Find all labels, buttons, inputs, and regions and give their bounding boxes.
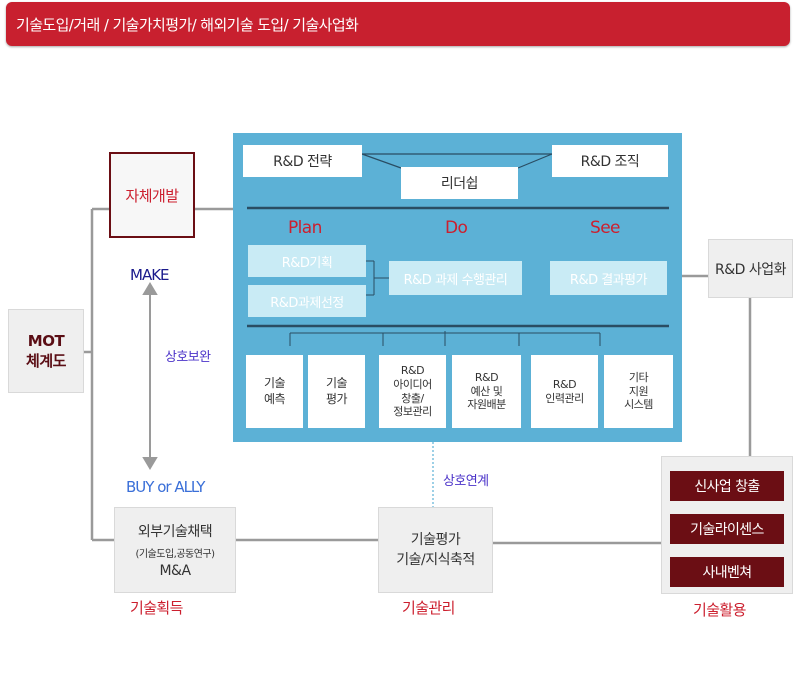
other-label: 기타 지원 시스템 (624, 370, 653, 412)
rd-business-label: R&D 사업화 (714, 261, 787, 278)
plan-label: Plan (288, 218, 322, 238)
rd-selection-label: R&D과제선정 (270, 295, 344, 311)
rd-panel: R&D 전략 리더쉽 R&D 조직 Plan Do See R&D기획 R&D과… (233, 133, 682, 442)
self-dev-label: 자체개발 (125, 186, 179, 205)
venture-label: 사내벤쳐 (702, 565, 752, 581)
leadership-box: 리더쉽 (401, 167, 518, 199)
mot-box: MOT 체계도 (8, 309, 84, 393)
tech-eval-box-label: 기술평가 기술/지식축적 (396, 531, 475, 568)
external-ma: M&A (159, 563, 191, 579)
see-label: See (590, 218, 621, 238)
do-label: Do (445, 218, 468, 238)
bottom-box-other: 기타 지원 시스템 (604, 355, 673, 428)
rd-execution-label: R&D 과제 수행관리 (403, 272, 508, 288)
make-label: MAKE (130, 266, 170, 284)
forecast-label: 기술 예측 (263, 375, 286, 406)
linkage-label: 상호연계 (443, 474, 489, 489)
bottom-box-evaluation: 기술 평가 (308, 355, 365, 428)
rd-org-label: R&D 조직 (580, 154, 640, 170)
rd-evaluation-label: R&D 결과평가 (569, 272, 648, 288)
header-title: 기술도입/거래 / 기술가치평가/ 해외기술 도입/ 기술사업화 (16, 16, 359, 34)
rd-planning-label: R&D기획 (281, 255, 333, 271)
hr-label: R&D 인력관리 (545, 377, 584, 405)
budget-label: R&D 예산 및 자원배분 (467, 370, 506, 412)
rd-strategy-label: R&D 전략 (273, 154, 332, 170)
bottom-box-forecast: 기술 예측 (246, 355, 303, 428)
licensing-label: 기술라이센스 (690, 522, 764, 538)
external-sub: (기술도입,공동연구) (135, 549, 215, 560)
complement-label: 상호보완 (165, 350, 211, 365)
self-dev-box: 자체개발 (109, 152, 195, 238)
rd-strategy-box: R&D 전략 (243, 145, 362, 177)
venture-box: 사내벤쳐 (670, 557, 784, 587)
external-tech-box: 외부기술채택 (기술도입,공동연구) M&A (114, 507, 236, 593)
buy-ally-label: BUY or ALLY (126, 478, 205, 496)
new-business-label: 신사업 창출 (694, 479, 760, 495)
rd-selection-box: R&D과제선정 (248, 285, 366, 317)
rd-business-box: R&D 사업화 (708, 239, 793, 298)
new-business-box: 신사업 창출 (670, 471, 784, 501)
panel-lines (247, 153, 669, 346)
bottom-box-budget: R&D 예산 및 자원배분 (452, 355, 521, 428)
tech-eval-label: 기술 평가 (325, 375, 348, 406)
acquire-label: 기술획득 (130, 599, 183, 617)
rd-planning-box: R&D기획 (248, 245, 366, 277)
licensing-box: 기술라이센스 (670, 514, 784, 544)
tech-eval-box: 기술평가 기술/지식축적 (378, 507, 493, 593)
bottom-box-hr: R&D 인력관리 (531, 355, 598, 428)
header-bar: 기술도입/거래 / 기술가치평가/ 해외기술 도입/ 기술사업화 (6, 2, 790, 46)
idea-label: R&D 아이디어 창출/ 정보관리 (393, 364, 432, 419)
rd-org-box: R&D 조직 (552, 145, 668, 177)
mot-label: MOT 체계도 (26, 331, 66, 370)
external-title: 외부기술채택 (137, 524, 213, 540)
rd-evaluation-box: R&D 결과평가 (550, 261, 667, 295)
utilization-label: 기술활용 (693, 601, 746, 619)
leadership-label: 리더쉽 (440, 176, 479, 192)
bottom-box-idea: R&D 아이디어 창출/ 정보관리 (379, 355, 446, 428)
rd-execution-box: R&D 과제 수행관리 (389, 261, 522, 295)
management-label: 기술관리 (402, 599, 455, 617)
